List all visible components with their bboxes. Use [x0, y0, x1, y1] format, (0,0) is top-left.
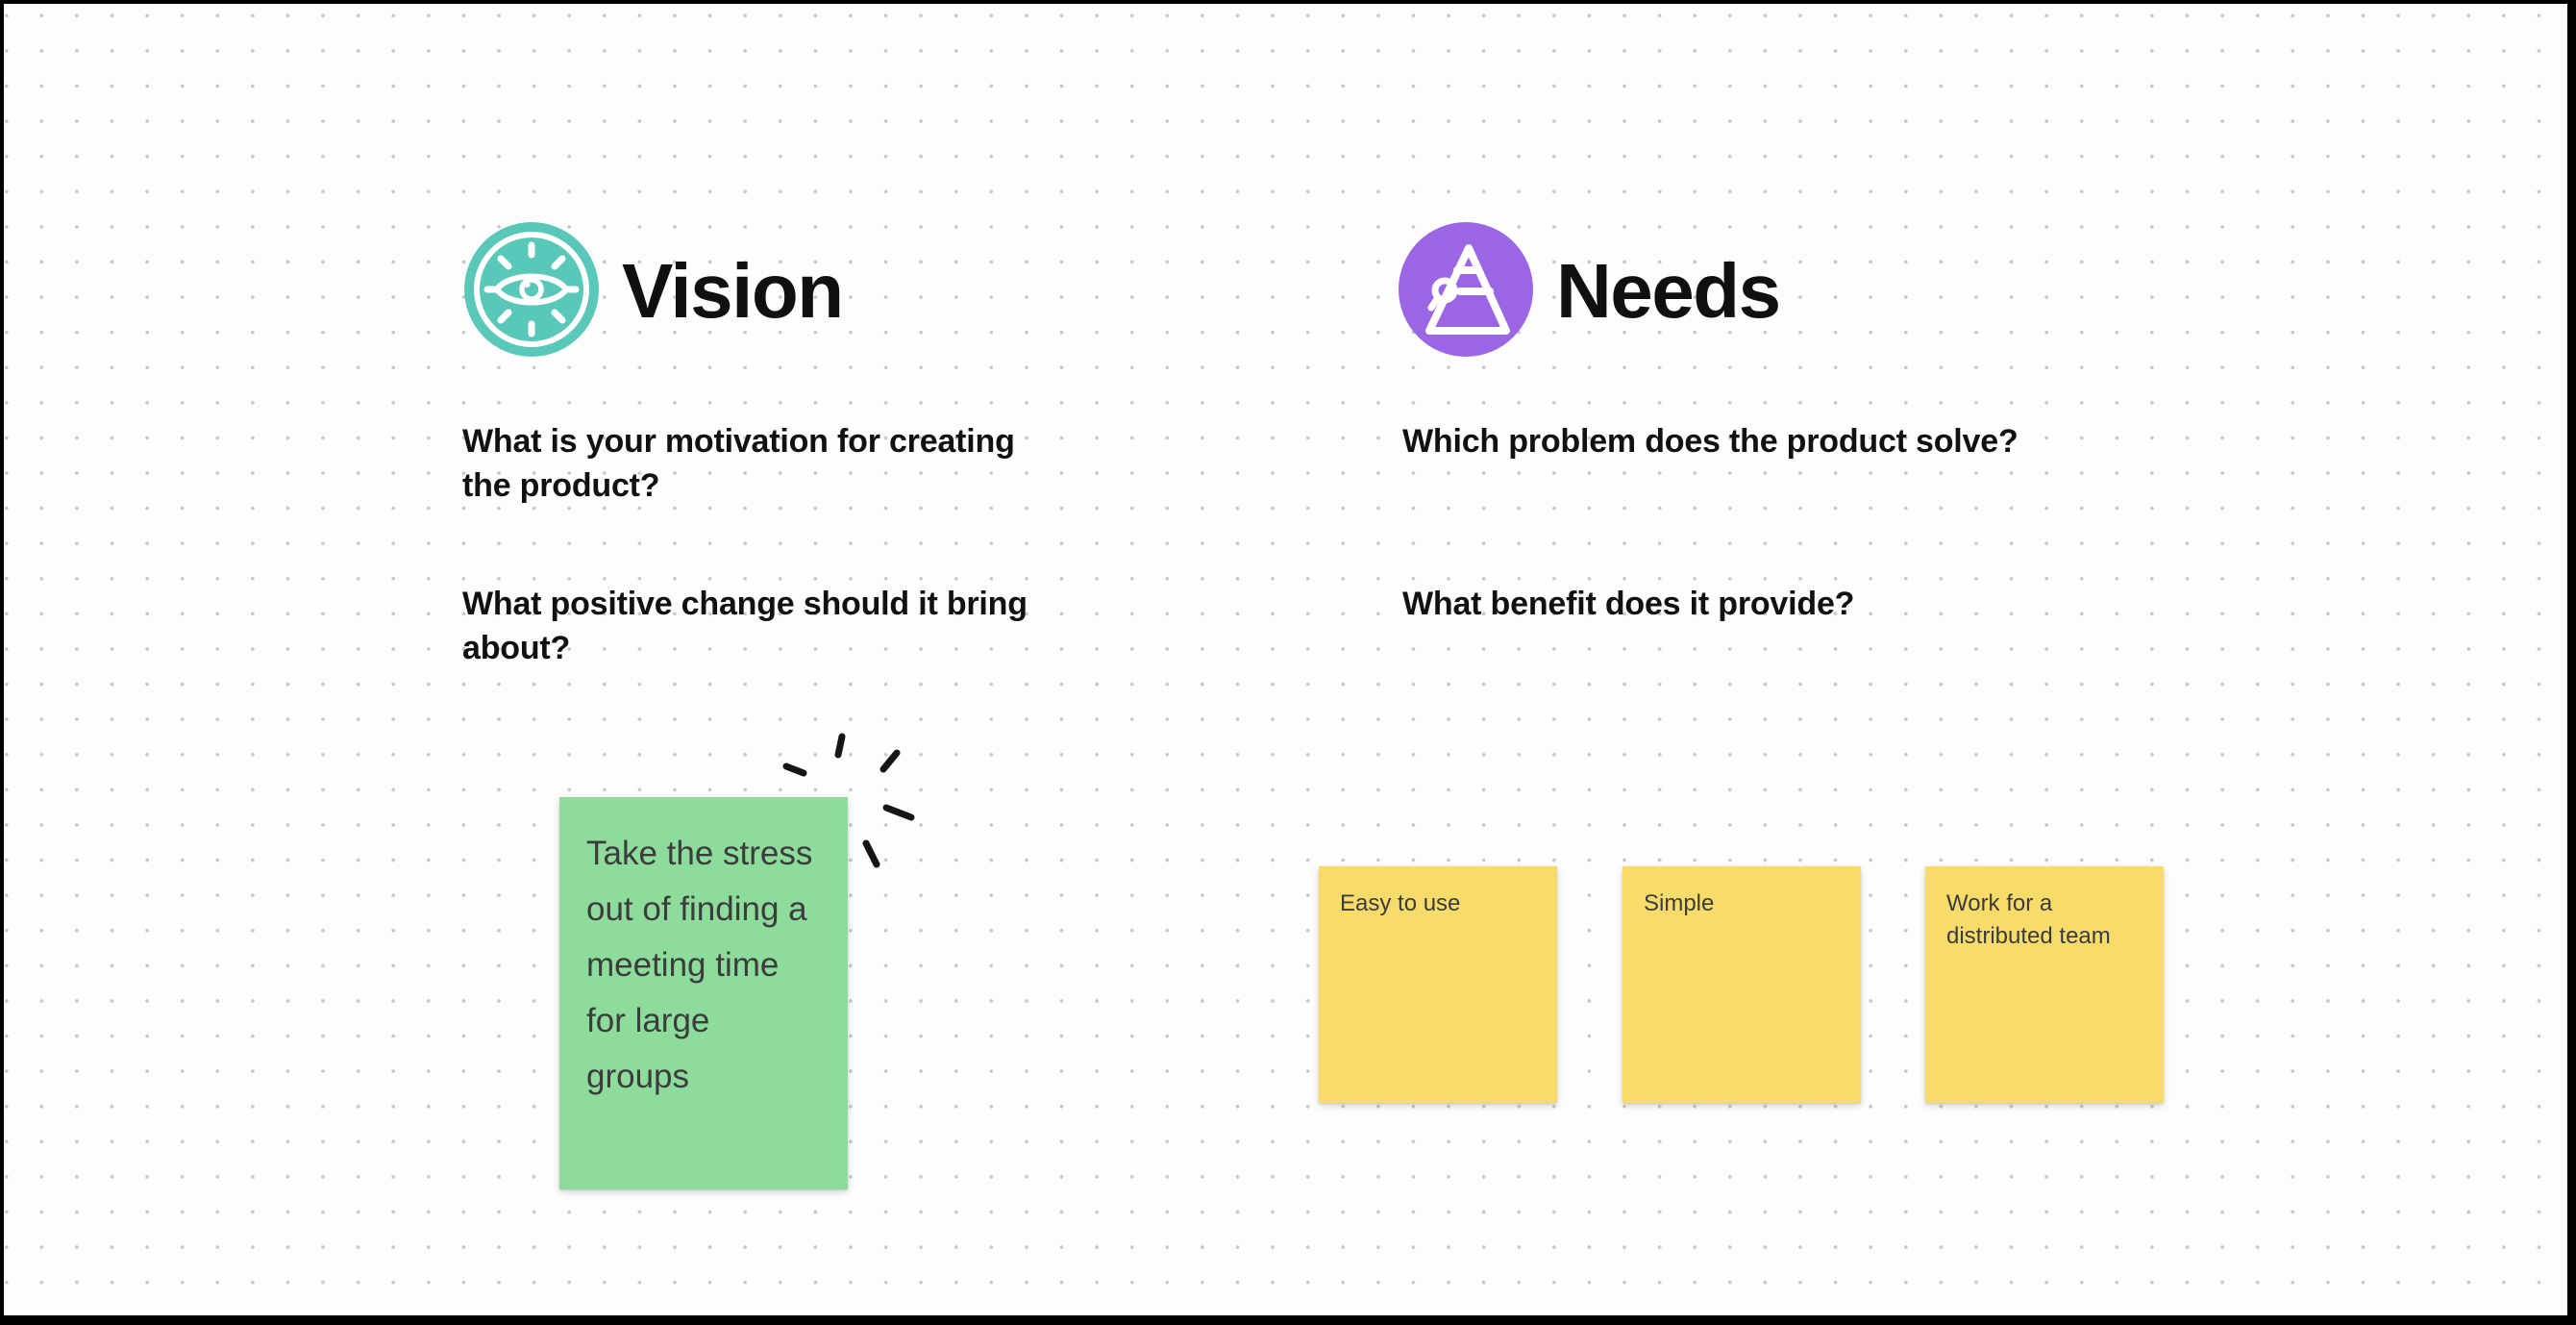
vision-question-2: What positive change should it bring abo… — [462, 586, 1028, 666]
sticky-note-yellow-2[interactable]: Simple — [1622, 866, 1861, 1103]
sticky-note-yellow-3[interactable]: Work for a distributed team — [1925, 866, 2164, 1103]
section-title-needs: Needs — [1556, 248, 1781, 334]
pyramid-magnifier-icon — [1399, 222, 1533, 357]
vision-question-1: What is your motivation for creating the… — [462, 423, 1015, 504]
sticky-note-yellow-1[interactable]: Easy to use — [1319, 866, 1557, 1103]
needs-question-2: What benefit does it provide? — [1402, 586, 1855, 622]
section-header-needs: Needs — [1399, 222, 1781, 357]
section-header-vision: Vision — [464, 222, 844, 357]
sticky-note-green[interactable]: Take the stress out of finding a meeting… — [559, 797, 848, 1189]
needs-question-1: Which problem does the product solve? — [1402, 423, 2019, 460]
eye-sun-icon — [464, 222, 599, 357]
section-title-vision: Vision — [622, 248, 844, 334]
sparkle-doodle[interactable] — [763, 720, 927, 879]
